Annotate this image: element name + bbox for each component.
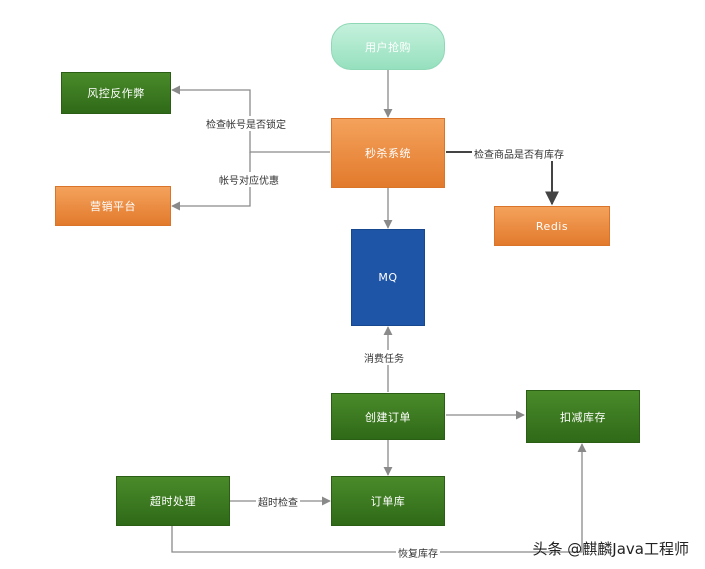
node-redis-label: Redis xyxy=(535,219,569,233)
node-mq-label: MQ xyxy=(378,271,398,284)
node-redis: Redis xyxy=(494,206,610,246)
node-user-rush: 用户抢购 xyxy=(331,23,445,70)
node-deduct-stock: 扣减库存 xyxy=(526,390,640,443)
node-risk-control-label: 风控反作弊 xyxy=(87,87,145,100)
node-order-db-label: 订单库 xyxy=(370,495,406,508)
edge-label-timeout-check: 超时检查 xyxy=(256,494,300,509)
node-seckill: 秒杀系统 xyxy=(331,118,445,188)
node-marketing: 营销平台 xyxy=(55,186,171,226)
node-mq: MQ xyxy=(351,229,425,326)
node-marketing-label: 营销平台 xyxy=(90,200,136,213)
node-timeout: 超时处理 xyxy=(116,476,230,526)
watermark: 头条 @麒麟Java工程师 xyxy=(532,540,689,558)
edge-label-restore-stock: 恢复库存 xyxy=(396,545,440,560)
node-seckill-label: 秒杀系统 xyxy=(365,147,411,160)
node-timeout-label: 超时处理 xyxy=(150,495,196,508)
node-create-order-label: 创建订单 xyxy=(365,410,411,424)
node-risk-control: 风控反作弊 xyxy=(61,72,171,114)
edge-label-check-locked: 检查帐号是否锁定 xyxy=(204,116,288,131)
node-create-order: 创建订单 xyxy=(331,393,445,440)
node-deduct-stock-label: 扣减库存 xyxy=(560,410,606,424)
node-user-rush-label: 用户抢购 xyxy=(365,40,411,54)
edge-label-consume-task: 消费任务 xyxy=(362,350,406,365)
node-order-db: 订单库 xyxy=(331,476,445,526)
edge-timeout-to-deduct xyxy=(171,443,587,553)
edge-seckill-to-marketing xyxy=(171,152,251,211)
edge-label-check-stock: 检查商品是否有库存 xyxy=(472,146,566,161)
edge-label-account-discount: 帐号对应优惠 xyxy=(217,172,281,187)
